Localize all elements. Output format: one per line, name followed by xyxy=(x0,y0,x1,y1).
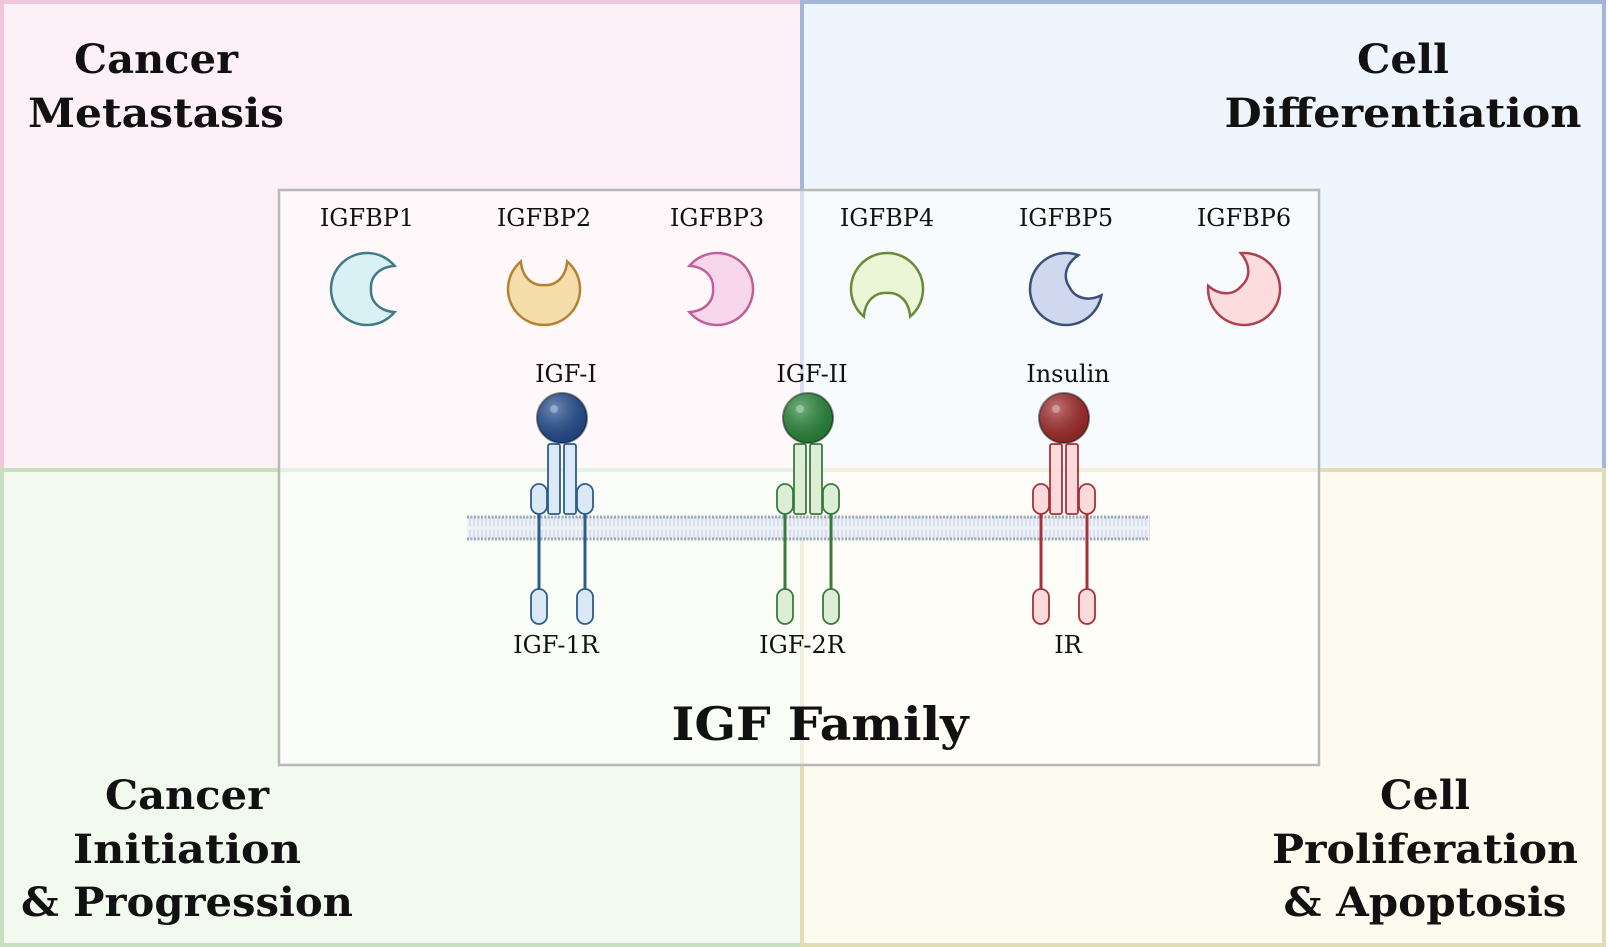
title-line: Cancer xyxy=(105,772,270,819)
receptor-label: IGF-1R xyxy=(513,631,600,659)
binding-proteins: IGFBP1 IGFBP2 IGFBP3 IGFBP4 IGFBP5 IGFBP6 xyxy=(320,204,1291,327)
kinase-domain xyxy=(1078,588,1096,625)
kinase-domain xyxy=(530,588,548,625)
ligand-label: IGF-I xyxy=(535,360,597,388)
binding-protein-igfbp2: IGFBP2 xyxy=(497,204,591,327)
igf-family-box xyxy=(277,188,1321,767)
title-cell-proliferation-apoptosis: Cell Proliferation & Apoptosis xyxy=(1272,772,1578,926)
receptor-domain xyxy=(776,483,794,515)
title-line: Differentiation xyxy=(1225,90,1582,137)
title-cell-differentiation: Cell Differentiation xyxy=(1225,36,1582,137)
receptor-label: IGF-2R xyxy=(759,631,846,659)
alpha-subunit xyxy=(793,443,807,515)
alpha-subunit xyxy=(1049,443,1063,515)
binding-protein-label: IGFBP6 xyxy=(1197,204,1291,232)
title-line: & Progression xyxy=(21,879,353,926)
receptor-igf-1r: IGF-I IGF-1R xyxy=(513,360,600,659)
alpha-subunit xyxy=(1065,443,1079,515)
alpha-subunit xyxy=(547,443,561,515)
ligand-highlight xyxy=(783,393,833,443)
ligand-glint xyxy=(1052,405,1060,413)
kinase-domain xyxy=(576,588,594,625)
binding-protein-label: IGFBP2 xyxy=(497,204,591,232)
binding-protein-label: IGFBP3 xyxy=(670,204,764,232)
receptor-domain xyxy=(576,483,594,515)
binding-protein-label: IGFBP5 xyxy=(1019,204,1113,232)
receptor-domain xyxy=(1078,483,1096,515)
title-line: & Apoptosis xyxy=(1284,879,1567,926)
receptor-igf-2r: IGF-II IGF-2R xyxy=(759,360,847,659)
receptor-label: IR xyxy=(1054,631,1082,659)
title-line: Metastasis xyxy=(28,90,284,137)
binding-protein-shape-icon xyxy=(686,251,755,327)
binding-protein-shape-icon xyxy=(1206,251,1282,327)
binding-protein-igfbp1: IGFBP1 xyxy=(320,204,414,327)
ligand-glint xyxy=(796,405,804,413)
binding-protein-shape-icon xyxy=(506,258,582,327)
ligand-glint xyxy=(550,405,558,413)
title-cancer-metastasis: Cancer Metastasis xyxy=(28,36,284,137)
receptor-domain xyxy=(530,483,548,515)
title-line: Cell xyxy=(1357,36,1449,83)
alpha-subunit xyxy=(809,443,823,515)
binding-protein-label: IGFBP1 xyxy=(320,204,414,232)
binding-protein-shape-icon xyxy=(849,251,925,320)
title-line: Proliferation xyxy=(1272,826,1578,873)
binding-protein-igfbp6: IGFBP6 xyxy=(1197,204,1291,327)
title-line: Cancer xyxy=(74,36,239,83)
title-line: Cell xyxy=(1380,772,1470,819)
igf-family-title: IGF Family xyxy=(672,697,970,751)
alpha-subunit xyxy=(563,443,577,515)
title-cancer-initiation-progression: Cancer Initiation & Progression xyxy=(21,772,353,926)
binding-protein-shape-icon xyxy=(1028,251,1104,327)
ligand-label: Insulin xyxy=(1026,360,1110,388)
binding-protein-igfbp5: IGFBP5 xyxy=(1019,204,1113,327)
binding-protein-igfbp4: IGFBP4 xyxy=(840,204,934,320)
kinase-domain xyxy=(822,588,840,625)
ligand-highlight xyxy=(1039,393,1089,443)
binding-protein-label: IGFBP4 xyxy=(840,204,934,232)
kinase-domain xyxy=(1032,588,1050,625)
cell-membrane xyxy=(467,515,1150,541)
receptor-domain xyxy=(822,483,840,515)
binding-protein-shape-icon xyxy=(329,251,398,327)
binding-protein-igfbp3: IGFBP3 xyxy=(670,204,764,327)
ligand-label: IGF-II xyxy=(776,360,847,388)
ligand-highlight xyxy=(537,393,587,443)
receptor-domain xyxy=(1032,483,1050,515)
title-line: Initiation xyxy=(73,826,301,873)
kinase-domain xyxy=(776,588,794,625)
